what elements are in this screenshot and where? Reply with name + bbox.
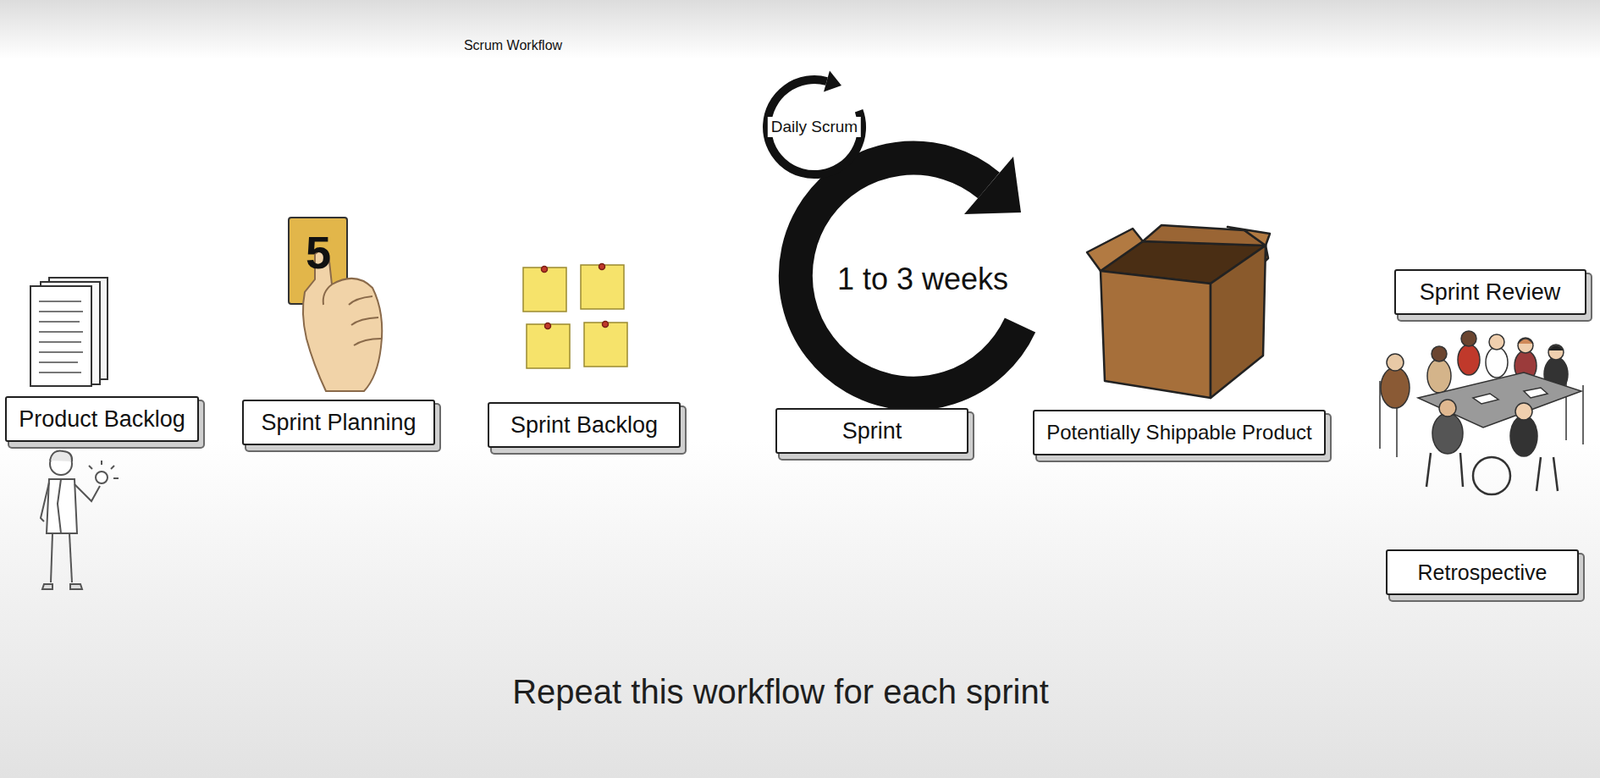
meeting-illustration-part: [1473, 457, 1511, 495]
stage-box: Retrospective: [1385, 549, 1579, 596]
cardboard-box-part: [1086, 228, 1143, 271]
product-owner-figure-part: [69, 533, 72, 583]
diagram-title: Scrum Workflow: [463, 38, 563, 54]
box-label: Sprint Backlog: [510, 412, 658, 439]
meeting-illustration-part: [1510, 415, 1538, 457]
product-owner-figure-part: [70, 584, 83, 590]
box-label: Sprint: [842, 418, 903, 445]
document-stack: [30, 277, 108, 387]
meeting-illustration-part: [1473, 393, 1499, 404]
daily-scrum-label: Daily Scrum: [767, 116, 861, 138]
cardboard-box: [1086, 225, 1270, 398]
product-owner-figure-part: [95, 471, 108, 484]
product-owner-figure-part: [40, 482, 50, 522]
product-owner-figure-part: [113, 477, 119, 480]
meeting-illustration-part: [1427, 358, 1452, 393]
meeting-illustration-part: [1461, 331, 1477, 347]
meeting-illustration-part: [1485, 347, 1508, 378]
meeting-illustration-part: [1380, 367, 1410, 409]
meeting-illustration-part-part: [1379, 372, 1584, 458]
document-stack-part-part: [38, 331, 83, 333]
sticky-notes-part: [523, 267, 567, 312]
stage-box: Sprint: [775, 408, 969, 454]
meeting-illustration-part: [1489, 334, 1505, 350]
box-label: Potentially Shippable Product: [1046, 420, 1313, 445]
document-stack-part-part: [38, 310, 83, 313]
stage-box: Product Backlog: [5, 396, 199, 442]
box-label: Sprint Review: [1419, 279, 1562, 306]
document-stack-part: [30, 286, 92, 387]
sticky-notes-part-part: [602, 321, 609, 328]
product-owner-figure: [40, 450, 119, 590]
sticky-notes-part-part: [599, 264, 606, 271]
sprint-cycle-arrow: [795, 156, 1021, 394]
sticky-notes-part-part: [545, 323, 552, 330]
sticky-notes-part-part: [541, 266, 548, 273]
product-owner-figure-part: [88, 465, 93, 469]
product-owner-figure-part: [100, 460, 103, 465]
sticky-notes-part: [541, 264, 609, 330]
meeting-illustration-part: [1536, 457, 1558, 492]
stage-box: Sprint Review: [1394, 269, 1587, 315]
document-stack-part-part: [38, 341, 82, 343]
sprint-length-label: 1 to 3 weeks: [837, 261, 1009, 298]
cardboard-box-part: [1210, 245, 1266, 398]
product-owner-figure-part: [49, 450, 72, 462]
sticky-notes-part: [580, 264, 624, 309]
product-owner-figure-part: [50, 533, 53, 583]
daily-scrum-arrow-part: [823, 70, 842, 92]
sprint-cycle-arrow-part: [964, 156, 1021, 215]
card-number: 5: [305, 226, 332, 279]
meeting-illustration-part: [1431, 346, 1447, 362]
hand-part: [351, 317, 379, 326]
document-stack-part-part: [38, 371, 82, 374]
diagram-caption: Repeat this workflow for each sprint: [512, 673, 1049, 712]
product-owner-figure-part: [74, 484, 100, 502]
daily-scrum-arrow-part: [766, 79, 862, 175]
meeting-illustration-part: [1386, 353, 1404, 371]
daily-scrum-arrow: [766, 70, 862, 175]
stage-box: Sprint Planning: [242, 399, 436, 446]
meeting-illustration-part: [1523, 387, 1548, 398]
meeting-illustration-part: [1457, 344, 1480, 376]
box-label: Sprint Planning: [260, 409, 416, 436]
product-owner-figure-part: [110, 465, 115, 469]
meeting-illustration-part: [1517, 338, 1534, 344]
stage-box: Potentially Shippable Product: [1032, 409, 1326, 456]
meeting-illustration-part: [1379, 372, 1584, 458]
cardboard-box-part: [1142, 225, 1266, 246]
document-stack-part-part: [38, 320, 80, 323]
document-stack-part: [38, 301, 83, 373]
document-stack-part-part: [38, 351, 83, 354]
product-owner-figure-part: [57, 479, 61, 534]
hand-part: [353, 338, 381, 346]
meeting-illustration-part: [1439, 399, 1457, 417]
sticky-notes: [523, 264, 628, 370]
stage-box: Sprint Backlog: [487, 402, 681, 448]
meeting-illustration-part: [1426, 452, 1463, 487]
meeting-illustration-part: [1432, 413, 1463, 454]
product-owner-figure-part: [46, 479, 78, 534]
cardboard-box-part: [1100, 270, 1211, 398]
meeting-illustration: [1379, 331, 1584, 495]
meeting-illustration-part: [1548, 344, 1564, 360]
hand-part: [323, 284, 332, 305]
hand-part: [348, 296, 373, 305]
sticky-notes-part: [584, 322, 628, 367]
box-label: Retrospective: [1417, 560, 1548, 585]
document-stack-part-part: [38, 300, 82, 303]
box-label: Product Backlog: [18, 406, 186, 433]
product-owner-figure-part: [42, 584, 53, 590]
document-stack-part-part: [38, 361, 78, 364]
meeting-illustration-part: [1515, 402, 1533, 420]
sticky-notes-part: [526, 324, 570, 369]
cardboard-box-part: [1227, 226, 1270, 246]
meeting-illustration-part: [1548, 345, 1564, 351]
meeting-illustration-part: [1517, 337, 1534, 354]
